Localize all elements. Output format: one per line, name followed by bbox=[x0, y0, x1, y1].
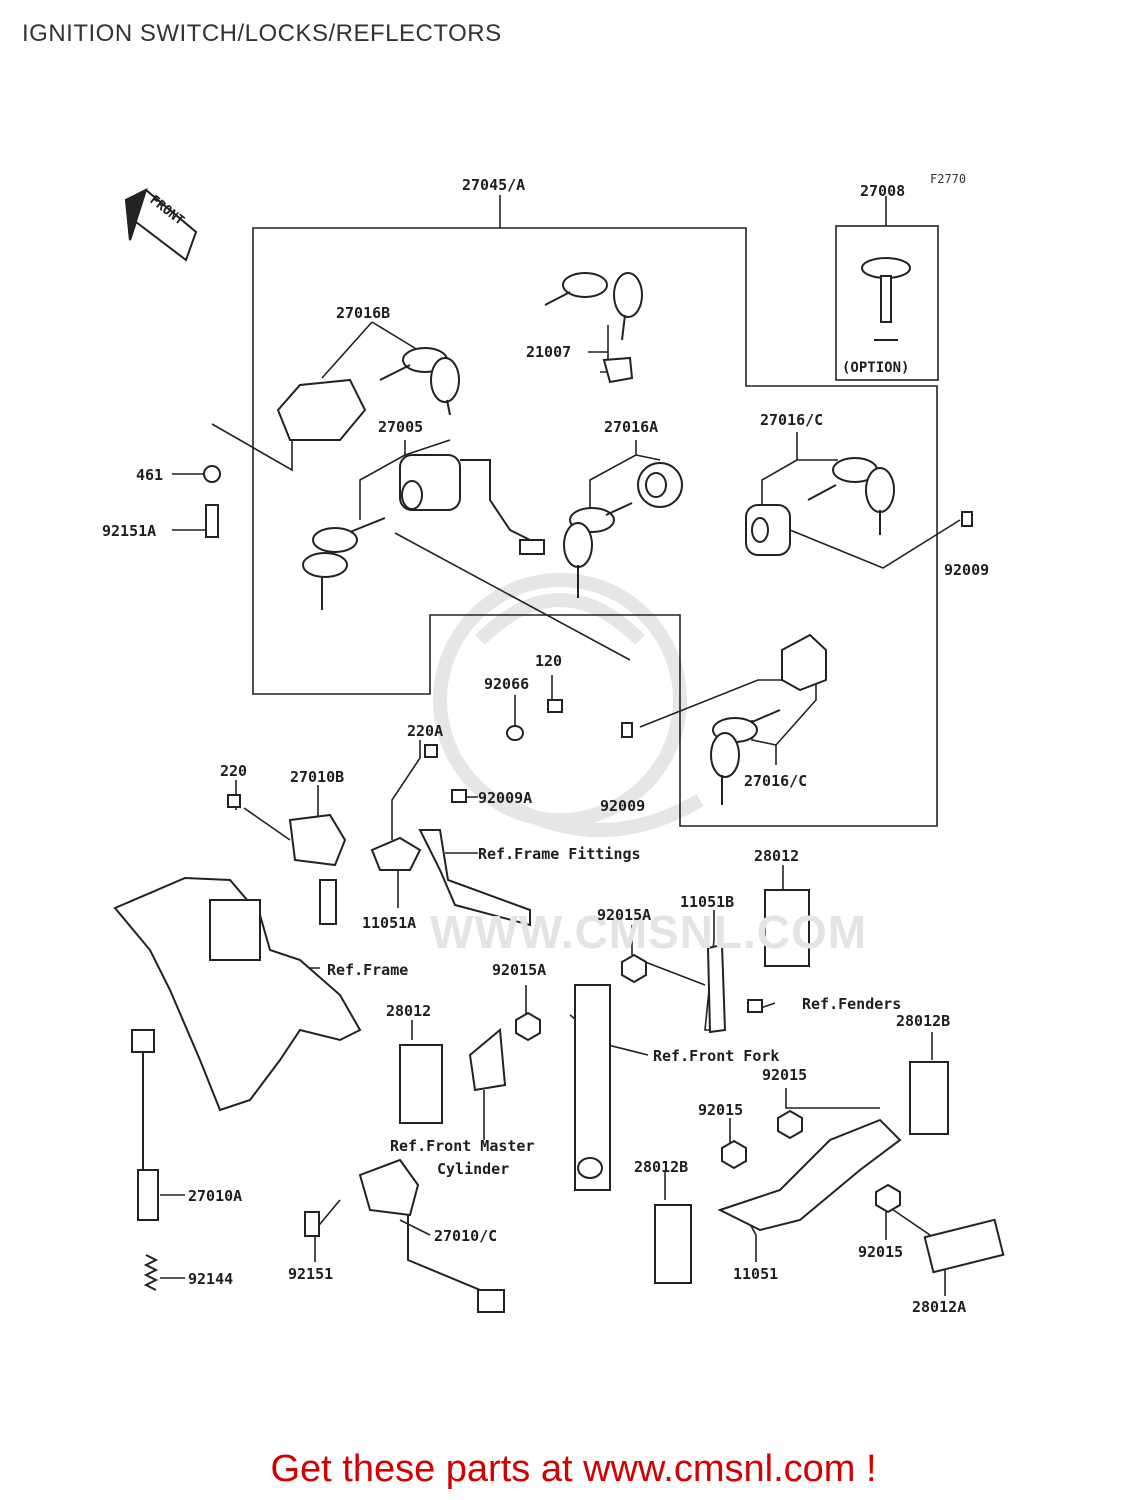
label-option: (OPTION) bbox=[842, 360, 910, 376]
screw-220A-icon bbox=[424, 744, 438, 758]
switch-27010C-icon bbox=[358, 1158, 505, 1313]
hose-icon bbox=[468, 1028, 507, 1092]
label-92015A-top: 92015A bbox=[597, 906, 652, 924]
label-27008: 27008 bbox=[860, 182, 906, 200]
label-ref-frame-fittings: Ref.Frame Fittings bbox=[478, 845, 641, 863]
label-92009-mid: 92009 bbox=[600, 797, 646, 815]
label-92009-right: 92009 bbox=[944, 561, 990, 579]
switch-27010B-icon bbox=[288, 813, 347, 925]
label-27010A: 27010A bbox=[188, 1187, 243, 1205]
key-icon bbox=[861, 257, 911, 341]
bracket-11051A-icon bbox=[370, 829, 531, 927]
lock-27016A-icon bbox=[563, 462, 683, 598]
label-220: 220 bbox=[220, 762, 248, 780]
page-title: IGNITION SWITCH/LOCKS/REFLECTORS bbox=[22, 20, 502, 47]
watermark-text: WWW.CMSNL.COM bbox=[430, 906, 868, 958]
label-27016B: 27016B bbox=[336, 304, 391, 322]
label-92151: 92151 bbox=[288, 1265, 334, 1283]
switch-27010A-icon bbox=[131, 1029, 159, 1221]
label-27010B: 27010B bbox=[290, 768, 345, 786]
screw-ref-fenders-icon bbox=[747, 999, 763, 1013]
label-27016C-top: 27016/C bbox=[760, 411, 824, 429]
lock-27016C-top-icon bbox=[745, 457, 895, 556]
label-ref-master-cylinder-line1: Ref.Front Master bbox=[390, 1137, 535, 1155]
frame-icon bbox=[113, 876, 362, 1112]
label-ref-front-fork: Ref.Front Fork bbox=[653, 1047, 780, 1065]
circlip-461-icon bbox=[203, 465, 221, 483]
label-92151A: 92151A bbox=[102, 522, 157, 540]
label-92015-c: 92015 bbox=[858, 1243, 904, 1261]
label-21007: 21007 bbox=[526, 343, 572, 361]
label-92009A: 92009A bbox=[478, 789, 533, 807]
bracket-11051B-icon bbox=[706, 943, 727, 1034]
bolt-92151A-icon bbox=[205, 504, 219, 538]
label-11051: 11051 bbox=[733, 1265, 779, 1283]
nut-92015A-top-icon bbox=[621, 953, 647, 984]
label-28012-right: 28012 bbox=[754, 847, 800, 865]
front-arrow-icon: FRONT bbox=[124, 188, 198, 262]
label-11051A: 11051A bbox=[362, 914, 417, 932]
figure-code: F2770 bbox=[930, 172, 967, 186]
reflector-28012B-left-icon bbox=[654, 1204, 692, 1284]
option-box bbox=[835, 225, 939, 381]
cap-92066-icon bbox=[506, 725, 524, 741]
label-120: 120 bbox=[535, 652, 563, 670]
ignition-27005-icon bbox=[302, 454, 545, 610]
label-92015-b: 92015 bbox=[698, 1101, 744, 1119]
label-28012A: 28012A bbox=[912, 1298, 967, 1316]
reflector-28012B-right-icon bbox=[909, 1061, 949, 1135]
label-461: 461 bbox=[136, 466, 164, 484]
label-28012B-left: 28012B bbox=[634, 1158, 689, 1176]
bolt-92151-icon bbox=[304, 1211, 320, 1237]
bracket-11051-icon bbox=[717, 1118, 902, 1232]
lock-27016B-icon bbox=[276, 347, 460, 441]
reflector-28012-right-icon bbox=[764, 889, 810, 967]
label-92015A-mid: 92015A bbox=[492, 961, 547, 979]
screw-220-icon bbox=[227, 794, 241, 808]
label-ref-master-cylinder-line2: Cylinder bbox=[437, 1160, 510, 1178]
keys-21007-icon bbox=[544, 272, 643, 384]
label-11051B: 11051B bbox=[680, 893, 735, 911]
label-ref-frame: Ref.Frame bbox=[327, 961, 409, 979]
screw-92009-mid-icon bbox=[621, 722, 633, 738]
label-27005: 27005 bbox=[378, 418, 424, 436]
label-92015-a: 92015 bbox=[762, 1066, 808, 1084]
screw-92009A-icon bbox=[451, 789, 467, 803]
reflector-28012-left-icon bbox=[399, 1044, 443, 1124]
kit-bracket-line bbox=[252, 227, 938, 827]
nut-92015-a-icon bbox=[777, 1109, 803, 1140]
label-27016C-bottom: 27016/C bbox=[744, 772, 808, 790]
label-220A: 220A bbox=[407, 722, 444, 740]
label-28012-left: 28012 bbox=[386, 1002, 432, 1020]
label-92066: 92066 bbox=[484, 675, 530, 693]
label-28012B-right: 28012B bbox=[896, 1012, 951, 1030]
label-92144: 92144 bbox=[188, 1270, 234, 1288]
label-27010C: 27010/C bbox=[434, 1227, 498, 1245]
nut-92015A-mid-icon bbox=[515, 1011, 541, 1042]
label-27045A: 27045/A bbox=[462, 176, 526, 194]
nut-92015-c-icon bbox=[875, 1183, 901, 1214]
footer-link[interactable]: Get these parts at www.cmsnl.com ! bbox=[270, 1448, 877, 1490]
spring-92144-icon bbox=[143, 1254, 159, 1291]
reflector-28012A-icon bbox=[923, 1218, 1005, 1274]
nut-92015-b-icon bbox=[721, 1139, 747, 1170]
lock-27016C-bottom-icon bbox=[710, 633, 827, 805]
label-ref-fenders: Ref.Fenders bbox=[802, 995, 902, 1013]
bolt-120-icon bbox=[547, 699, 563, 713]
front-fork-icon bbox=[574, 984, 611, 1191]
label-27016A: 27016A bbox=[604, 418, 659, 436]
screw-92009-right-icon bbox=[961, 511, 973, 527]
